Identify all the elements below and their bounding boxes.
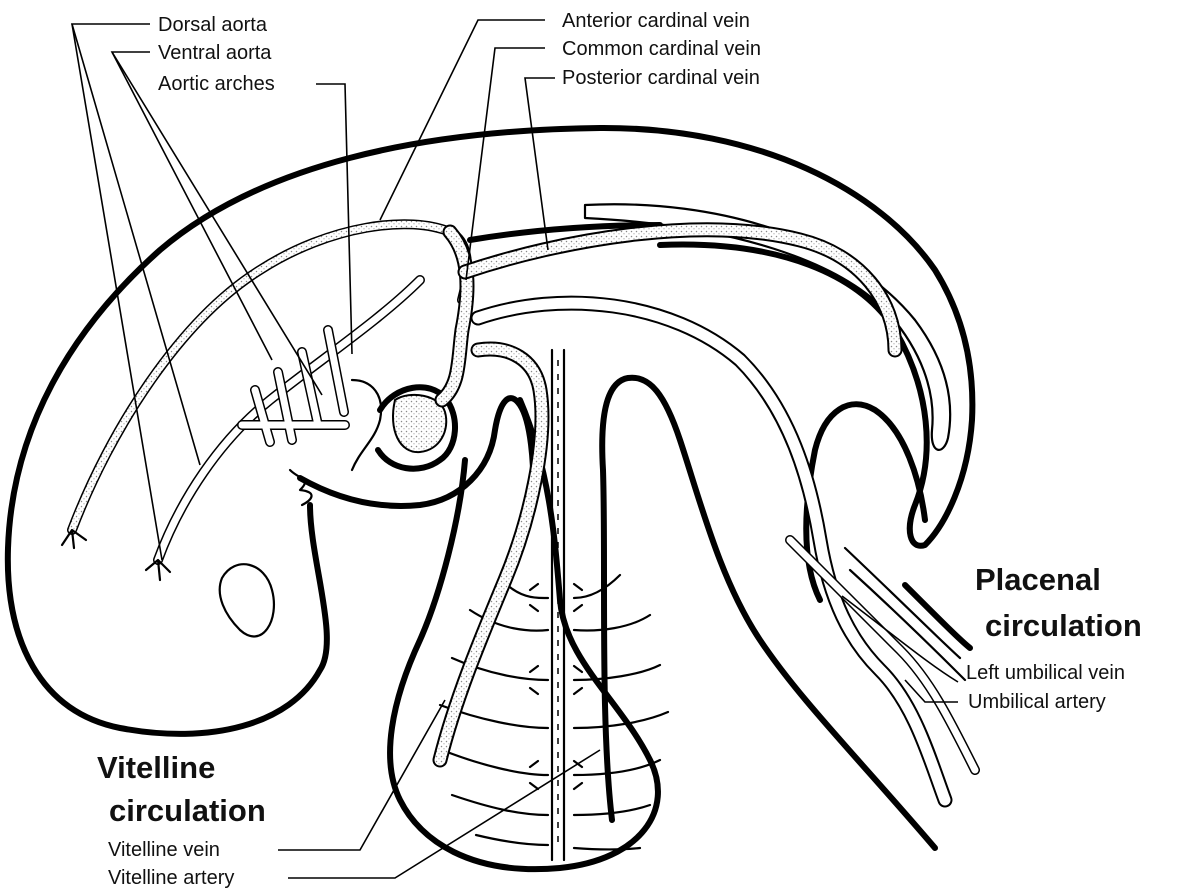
label-common-cardinal-vein: Common cardinal vein bbox=[562, 38, 761, 60]
heading-placenal-circulation: circulation bbox=[985, 608, 1142, 643]
heading-vitelline-circulation: circulation bbox=[109, 793, 266, 828]
label-ventral-aorta: Ventral aorta bbox=[158, 42, 272, 64]
labels: Dorsal aorta Ventral aorta Aortic arches… bbox=[97, 10, 1142, 889]
embryo-body-outline bbox=[8, 128, 973, 734]
label-vitelline-artery: Vitelline artery bbox=[108, 867, 234, 889]
label-left-umbilical-vein: Left umbilical vein bbox=[966, 662, 1125, 684]
heading-vitelline: Vitelline bbox=[97, 750, 215, 785]
label-posterior-cardinal-vein: Posterior cardinal vein bbox=[562, 67, 760, 89]
posterior-cardinal-vein-vessel bbox=[465, 230, 895, 350]
optic-vesicle bbox=[220, 564, 274, 636]
heading-placenal: Placenal bbox=[975, 562, 1101, 597]
label-aortic-arches: Aortic arches bbox=[158, 73, 275, 95]
label-umbilical-artery: Umbilical artery bbox=[968, 691, 1106, 713]
label-vitelline-vein: Vitelline vein bbox=[108, 839, 220, 861]
label-anterior-cardinal-vein: Anterior cardinal vein bbox=[562, 10, 750, 32]
label-dorsal-aorta: Dorsal aorta bbox=[158, 14, 268, 36]
vitelline-vessel-network bbox=[440, 350, 668, 860]
dorsal-aorta-vessel bbox=[62, 224, 467, 548]
yolk-sac bbox=[390, 400, 658, 869]
anterior-cardinal-vein-vessel bbox=[442, 232, 467, 400]
